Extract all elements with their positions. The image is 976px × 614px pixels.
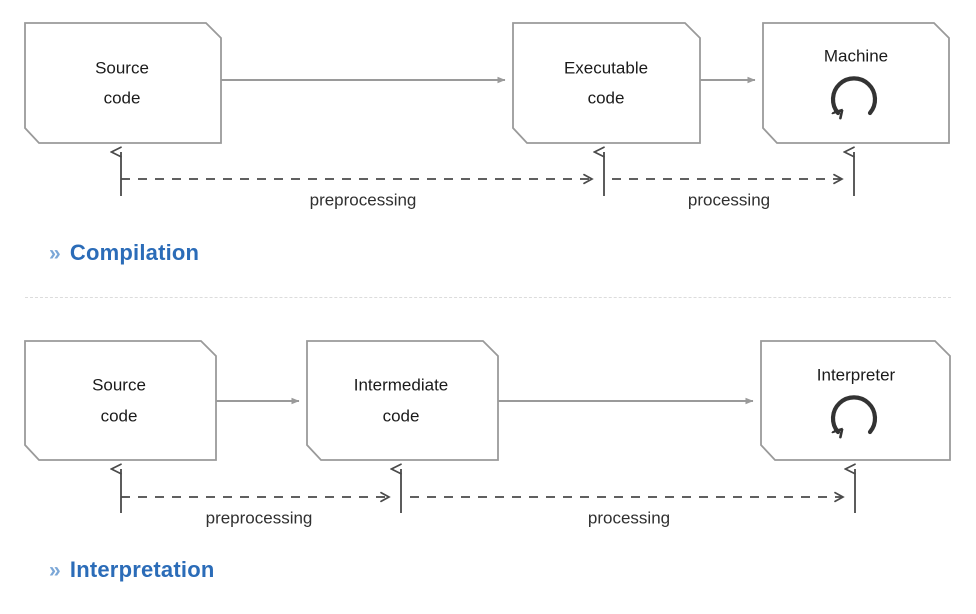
edge-label-preprocessing-2: preprocessing xyxy=(206,508,313,527)
node-shape xyxy=(24,340,217,461)
node-label-line1: Executable xyxy=(564,58,648,77)
node-interpreter: Interpreter xyxy=(760,340,951,461)
section-divider xyxy=(25,297,951,298)
section-caption-compilation: » Compilation xyxy=(49,240,199,266)
node-shape xyxy=(762,22,950,144)
node-label-line2: code xyxy=(383,406,420,425)
node-shape xyxy=(306,340,499,461)
node-intermediate-code: Intermediate code xyxy=(306,340,499,461)
section-caption-text: Compilation xyxy=(69,240,200,265)
node-executable-code: Executable code xyxy=(512,22,701,144)
section-caption-interpretation: » Interpretation xyxy=(49,557,214,583)
chevron-double-right-icon: » xyxy=(49,242,61,265)
node-shape xyxy=(760,340,951,461)
node-label-line1: Source xyxy=(92,375,146,394)
edge-label-preprocessing-1: preprocessing xyxy=(310,190,417,209)
section-caption-text: Interpretation xyxy=(69,557,215,582)
loop-arrow-icon xyxy=(830,395,878,432)
edge-label-processing-1: processing xyxy=(688,190,770,209)
node-label-line1: Intermediate xyxy=(354,375,449,394)
node-label-line2: code xyxy=(101,406,138,425)
node-shape xyxy=(512,22,701,144)
node-label-line1: Interpreter xyxy=(817,365,896,384)
node-label-line2: code xyxy=(588,88,625,107)
edge-label-processing-2: processing xyxy=(588,508,670,527)
loop-arrow-icon xyxy=(830,76,878,113)
node-shape xyxy=(24,22,222,144)
node-label-line1: Source xyxy=(95,58,149,77)
node-label-line1: Machine xyxy=(824,46,888,65)
node-source-code-1: Source code xyxy=(24,22,222,144)
chevron-double-right-icon: » xyxy=(49,559,61,582)
node-source-code-2: Source code xyxy=(24,340,217,461)
node-label-line2: code xyxy=(104,88,141,107)
node-machine: Machine xyxy=(762,22,950,144)
